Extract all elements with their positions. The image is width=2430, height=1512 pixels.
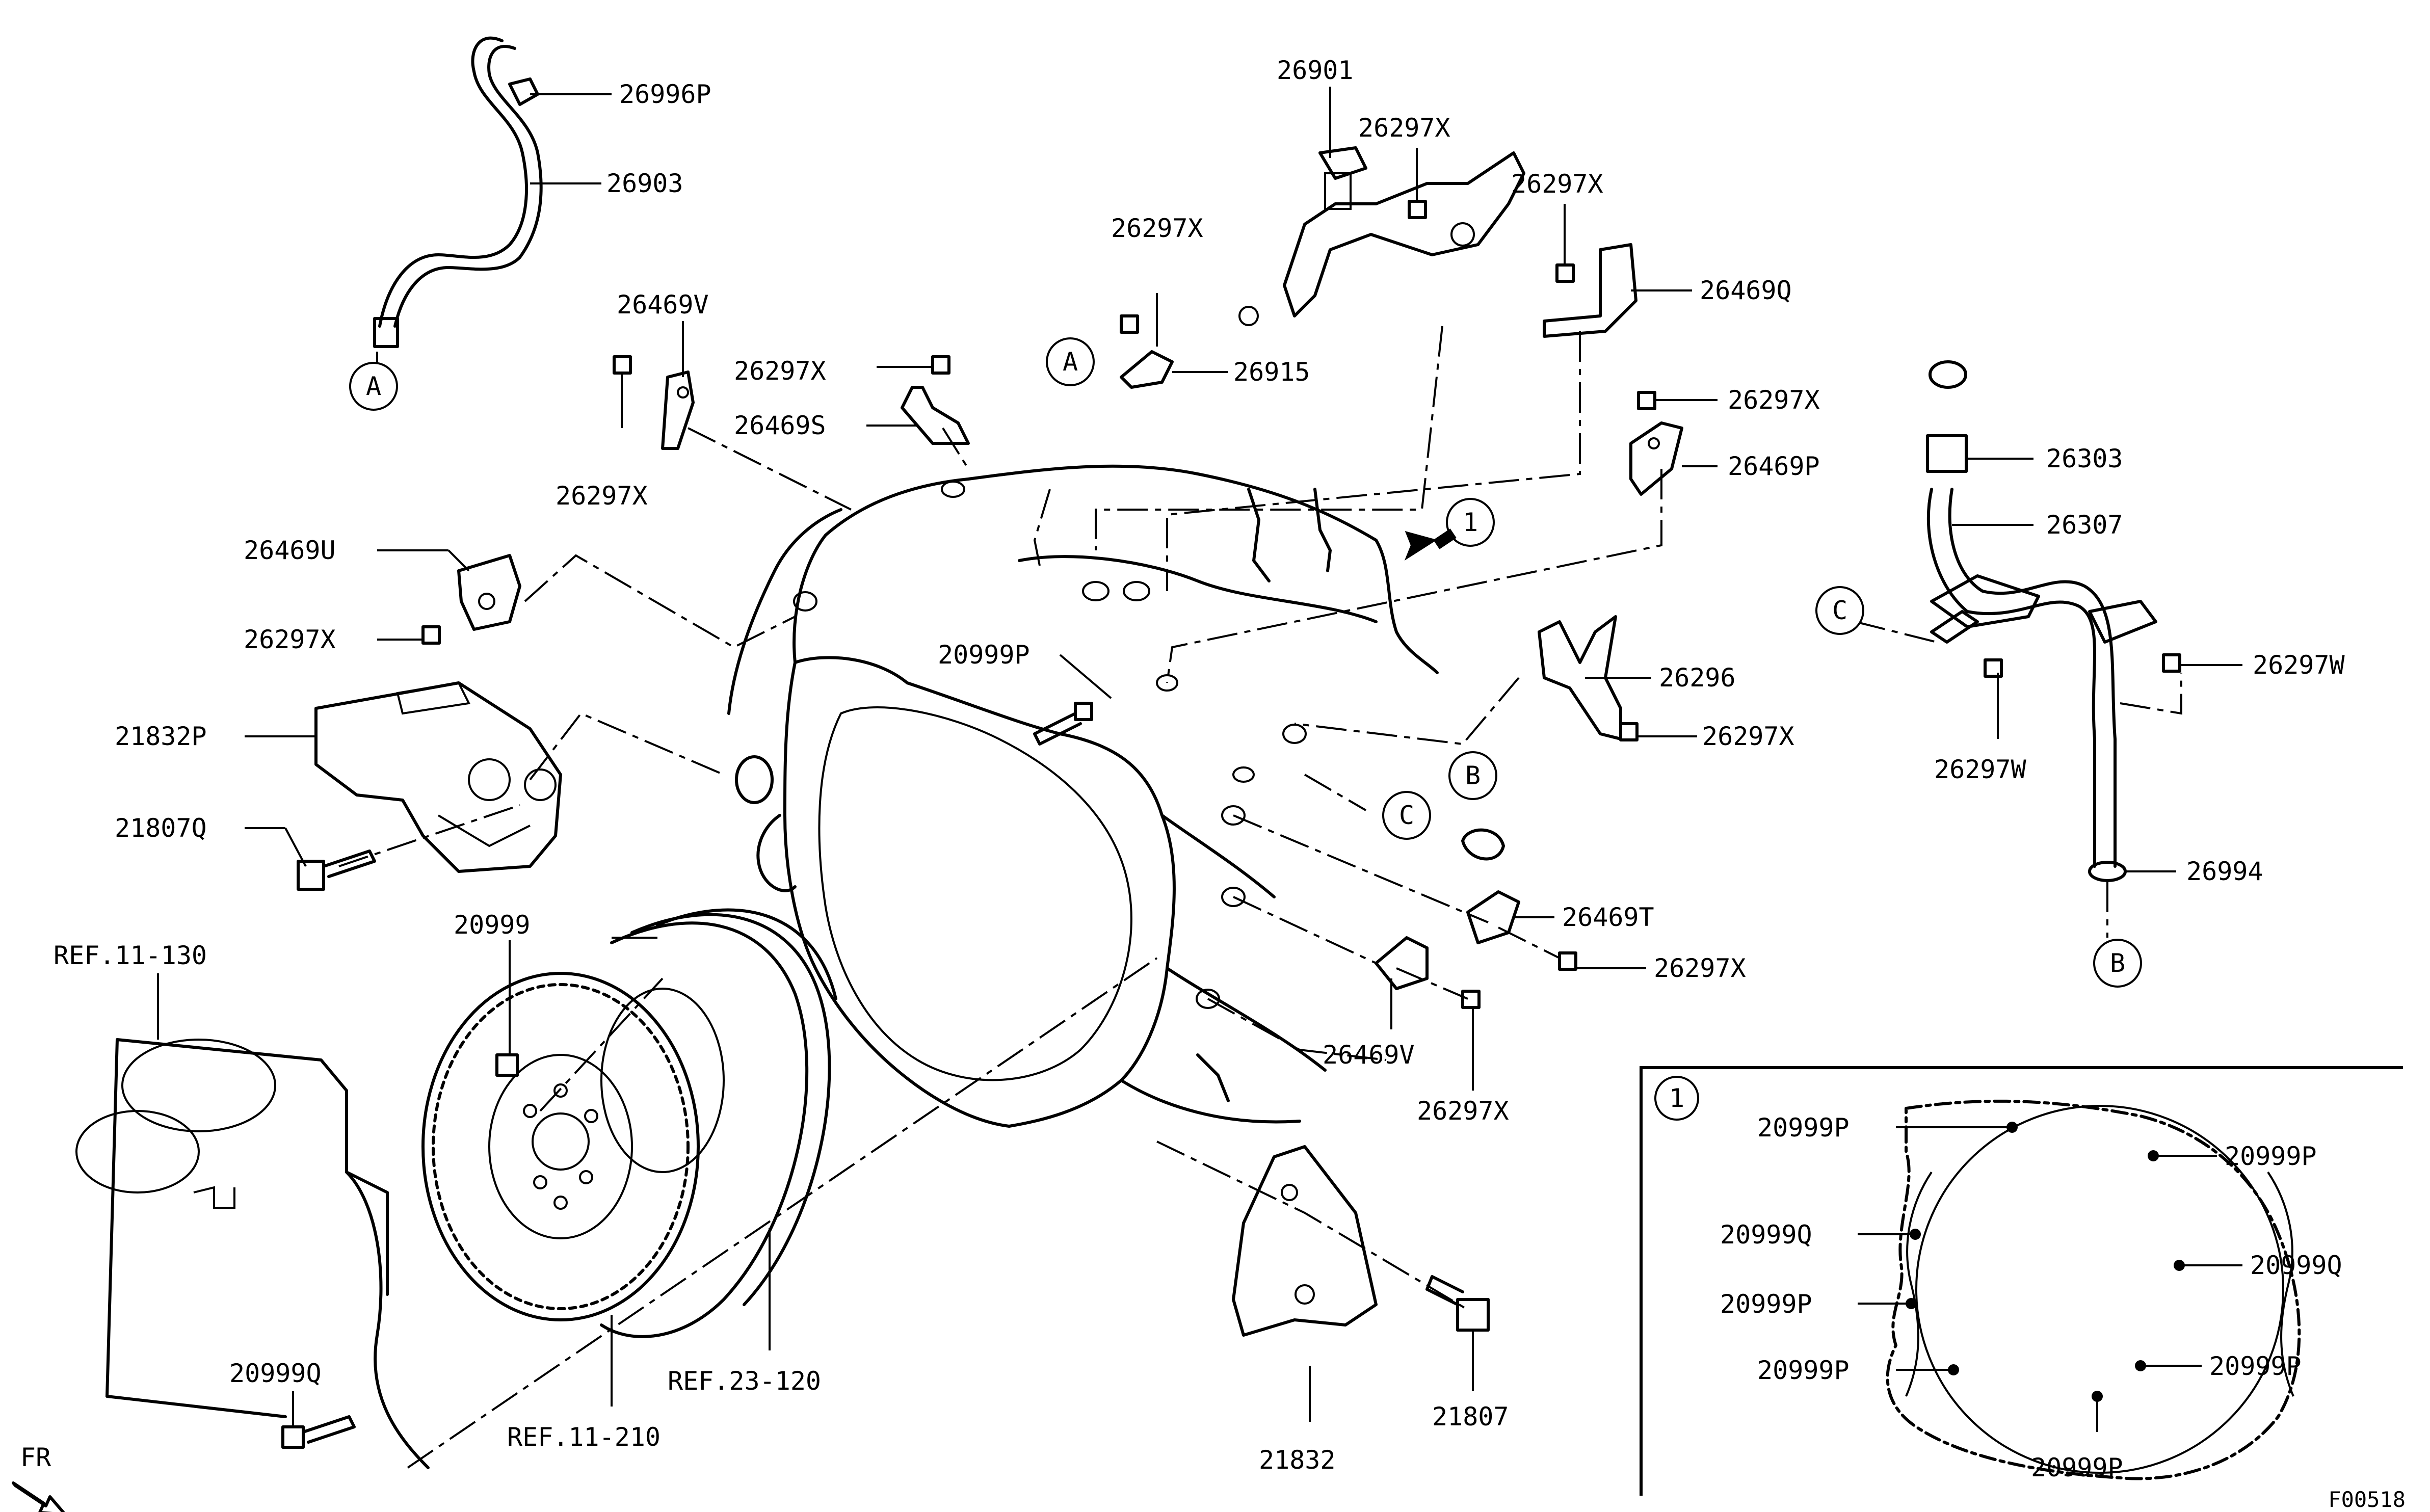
label-26296: 26296: [1659, 663, 1736, 693]
bracket-26469V-bottom: [1375, 936, 1429, 990]
label-26469V-bottom: 26469V: [1323, 1040, 1415, 1070]
label-26903: 26903: [606, 169, 683, 198]
label-26297X-j: 26297X: [1417, 1096, 1509, 1126]
label-26469Q: 26469Q: [1700, 276, 1792, 305]
transmission-housing: [727, 464, 1439, 1128]
hose-26903: [373, 36, 543, 348]
part-labels: 26996P 26903 26901 26297X 26297X 26469Q …: [115, 56, 2345, 1475]
label-26297X-h: 26297X: [1702, 722, 1794, 751]
label-26297X-a: 26297X: [1358, 113, 1450, 143]
torque-converter: [600, 908, 837, 1338]
label-21807Q: 21807Q: [115, 813, 207, 843]
inset-label-20999Q-2: 20999Q: [2250, 1251, 2342, 1280]
label-26297X-g: 26297X: [244, 625, 336, 654]
label-21832P: 21832P: [115, 722, 207, 751]
label-20999P-main: 20999P: [938, 640, 1030, 670]
flywheel: [421, 972, 700, 1321]
inset-label-20999P-6: 20999P: [2031, 1453, 2123, 1482]
leader-lines: [157, 87, 2242, 1427]
label-26303: 26303: [2046, 444, 2123, 473]
label-26996P: 26996P: [619, 79, 711, 109]
label-26469U: 26469U: [244, 536, 336, 565]
bolt-21807: [1425, 1275, 1490, 1332]
inset-label-20999Q-1: 20999Q: [1720, 1220, 1812, 1250]
callout-a-left: A: [366, 372, 381, 401]
label-26297X-f: 26297X: [1728, 385, 1820, 415]
inset-label-20999P-5: 20999P: [1757, 1356, 1850, 1385]
dipstick-assembly: [1926, 360, 2157, 882]
bracket-26469T: [1461, 828, 1520, 944]
front-direction: FR: [12, 1443, 65, 1512]
label-26307: 26307: [2046, 510, 2123, 540]
label-26469V-top: 26469V: [617, 290, 709, 320]
label-26469P: 26469P: [1728, 452, 1820, 481]
label-20999Q-main: 20999Q: [229, 1359, 322, 1388]
label-26297X-c: 26297X: [1111, 214, 1203, 243]
callout-c-center: C: [1399, 801, 1414, 830]
mount-21832P: [314, 681, 562, 873]
callout-b-center: B: [1465, 761, 1481, 790]
label-26469T: 26469T: [1562, 903, 1654, 932]
assembly-lines: [338, 326, 2182, 1469]
view-arrow-icon: [1404, 528, 1457, 561]
label-26915: 26915: [1233, 357, 1310, 387]
inset-label-20999P-4: 20999P: [2209, 1351, 2302, 1381]
label-26297X-d: 26297X: [734, 356, 826, 386]
figure-id: F00518: [2328, 1487, 2406, 1512]
bolt-21807Q: [297, 850, 376, 891]
label-26469S: 26469S: [734, 411, 826, 440]
label-26297X-b: 26297X: [1511, 169, 1603, 199]
inset-number: 1: [1669, 1083, 1684, 1113]
ref-23-120: REF.23-120: [668, 1366, 821, 1396]
engine-block: [75, 1038, 430, 1469]
callout-b-right: B: [2110, 948, 2125, 978]
fr-label: FR: [20, 1443, 51, 1472]
bracket-26469P: [1629, 421, 1683, 496]
callout-1-main: 1: [1463, 508, 1478, 537]
inset-label-20999P-2: 20999P: [2225, 1142, 2317, 1171]
mount-21832: [1232, 1145, 1378, 1337]
bracket-26901: [1238, 146, 1525, 326]
callout-circles: [349, 337, 2142, 988]
label-21832: 21832: [1259, 1445, 1336, 1475]
callout-c-right: C: [1832, 596, 1847, 625]
label-26297W-b: 26297W: [1934, 755, 2027, 784]
clip-26915: [1120, 350, 1174, 389]
label-26297W-a: 26297W: [2253, 650, 2345, 680]
inset-label-20999P-3: 20999P: [1720, 1289, 1812, 1319]
label-26297X-i: 26297X: [1654, 953, 1746, 983]
bracket-26469Q: [1543, 243, 1637, 338]
label-20999: 20999: [454, 910, 531, 940]
bracket-26469U: [457, 554, 521, 631]
bracket-26296: [1538, 615, 1622, 740]
ref-11-130: REF.11-130: [54, 941, 207, 970]
label-26994: 26994: [2186, 857, 2263, 886]
callout-a-center: A: [1063, 347, 1078, 377]
ref-11-210: REF.11-210: [507, 1422, 661, 1452]
label-21807: 21807: [1432, 1402, 1509, 1431]
label-26297X-e: 26297X: [556, 481, 648, 511]
label-26901: 26901: [1277, 56, 1354, 85]
bracket-26469V-top: [661, 370, 695, 450]
fr-arrow-icon: [12, 1481, 65, 1512]
inset-1: 1 20999P 20999P 20999Q 20999Q 20999P 209…: [1640, 1066, 2403, 1496]
bracket-26469S: [901, 386, 970, 445]
inset-label-20999P-1: 20999P: [1757, 1113, 1850, 1143]
